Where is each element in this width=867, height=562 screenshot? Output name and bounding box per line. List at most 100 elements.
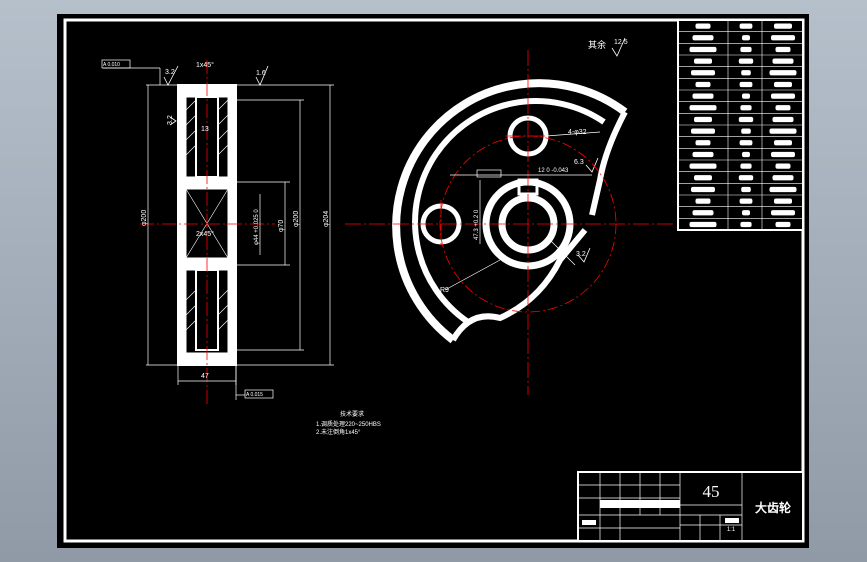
param-cell-text (774, 81, 792, 88)
roughness-key: 3.2 (576, 251, 586, 258)
rim-left (177, 84, 187, 366)
param-cell-text (695, 198, 711, 204)
dim-dia-70: φ70 (278, 220, 285, 232)
part-name-label: 大齿轮 (755, 500, 792, 515)
roughness-top-right: 1.6 (256, 70, 266, 77)
dim-dia-200: φ200 (293, 211, 300, 227)
param-cell-text (694, 116, 712, 123)
dim-width-47: 47 (201, 373, 209, 380)
param-cell-text (740, 105, 752, 111)
break-line-upper (589, 110, 628, 216)
param-cell-text (774, 198, 792, 204)
param-cell-text (695, 23, 711, 29)
roughness-rest-label: 其余 (588, 39, 606, 50)
param-cell-text (769, 186, 797, 193)
param-cell-text (771, 210, 795, 216)
tolerance-label-top: A 0.010 (103, 62, 120, 68)
param-cell-text (775, 46, 791, 53)
front-dimensions (444, 131, 601, 291)
break-line-lower (450, 228, 588, 342)
param-cell-text (739, 198, 753, 204)
front-centerlines (345, 50, 675, 395)
parameter-table (677, 19, 804, 231)
dim-key-width: 12 0 -0.043 (538, 168, 569, 174)
dim-radius: R9 (440, 287, 449, 294)
param-cell-text (691, 186, 715, 193)
param-cell-text (691, 70, 715, 76)
roughness-top-left: 3.2 (165, 69, 175, 76)
param-cell-text (694, 58, 712, 64)
param-cell-text (689, 105, 717, 111)
param-cell-text (742, 35, 750, 41)
param-cell-text (740, 46, 752, 53)
param-cell-text (739, 140, 753, 146)
hatching (185, 99, 229, 331)
param-cell-text (772, 175, 794, 181)
param-cell-text (738, 116, 754, 123)
roughness-hole: 6.3 (574, 159, 584, 166)
side-dimensions (103, 67, 334, 400)
param-cell-text (772, 116, 794, 123)
param-cell-text (692, 35, 714, 41)
roughness-rest-value: 12.5 (614, 39, 628, 46)
param-cell-text (774, 140, 792, 146)
param-cell-text (739, 81, 753, 88)
param-cell-text (691, 128, 715, 134)
param-cell-text (772, 58, 794, 64)
rim-right (227, 84, 237, 366)
param-cell-text (775, 105, 791, 111)
param-cell-text (740, 221, 752, 228)
tech-requirements: 技术要求 1.调质处理220~250HBS 2.未注倒角1x45° (316, 410, 381, 436)
title-block: 45 大齿轮 1:1 (577, 471, 804, 542)
roughness-symbols (163, 37, 626, 263)
param-cell-text (694, 175, 712, 181)
param-cell-text (695, 140, 711, 146)
chamfer-top-label: 1x45° (196, 61, 214, 69)
param-cell-text (771, 93, 795, 99)
param-cell-text (741, 128, 751, 134)
dim-dia-204: φ204 (323, 211, 330, 227)
param-cell-text (740, 163, 752, 169)
param-cell-text (769, 128, 797, 134)
material-label: 45 (703, 482, 720, 501)
dim-dia-outer: φ200 (141, 210, 148, 226)
dim-holes: 4-φ32 (568, 129, 587, 136)
param-cell-text (742, 210, 750, 216)
tech-req-title: 技术要求 (340, 410, 364, 418)
outer-rim-arc (392, 79, 628, 344)
param-cell-text (742, 93, 750, 99)
roughness-side: 3.2 (167, 115, 174, 125)
param-cell-text (774, 23, 792, 29)
dim-bore: φ44 +0.025 0 (254, 209, 260, 245)
param-cell-text (689, 163, 717, 169)
param-cell-text (739, 23, 753, 29)
side-centerlines (140, 60, 275, 405)
param-cell-text (775, 163, 791, 169)
param-cell-text (775, 221, 791, 228)
param-cell-text (741, 70, 751, 76)
param-cell-text (689, 46, 717, 53)
param-cell-text (738, 175, 754, 181)
sheet-border (63, 18, 805, 543)
chamfer-hub-label: 2x45° (196, 230, 214, 238)
param-cell-text (692, 210, 714, 216)
inner-rim-arc (412, 98, 606, 325)
param-cell-text (738, 58, 754, 64)
tolerance-label-bottom: A 0.015 (246, 392, 263, 398)
front-labels: 其余 12.5 4-φ32 12 0 -0.043 6.3 3.2 47.3 +… (440, 39, 628, 294)
dim-13: 13 (201, 126, 209, 133)
param-cell-text (769, 70, 797, 76)
scale-label: 1:1 (727, 527, 736, 533)
param-cell-text (741, 186, 751, 193)
side-labels: A 0.010 A 0.015 1x45° 2x45° 3.2 1.6 13 4… (103, 61, 330, 398)
param-cell-text (692, 151, 714, 158)
tech-req-line-2: 2.未注倒角1x45° (316, 428, 361, 436)
param-cell-text (689, 221, 717, 228)
param-cell-text (692, 93, 714, 99)
param-cell-text (771, 151, 795, 158)
dim-key-depth: 47.3 +0.2 0 (474, 209, 480, 240)
param-cell-text (695, 81, 711, 88)
param-cell-text (771, 35, 795, 41)
